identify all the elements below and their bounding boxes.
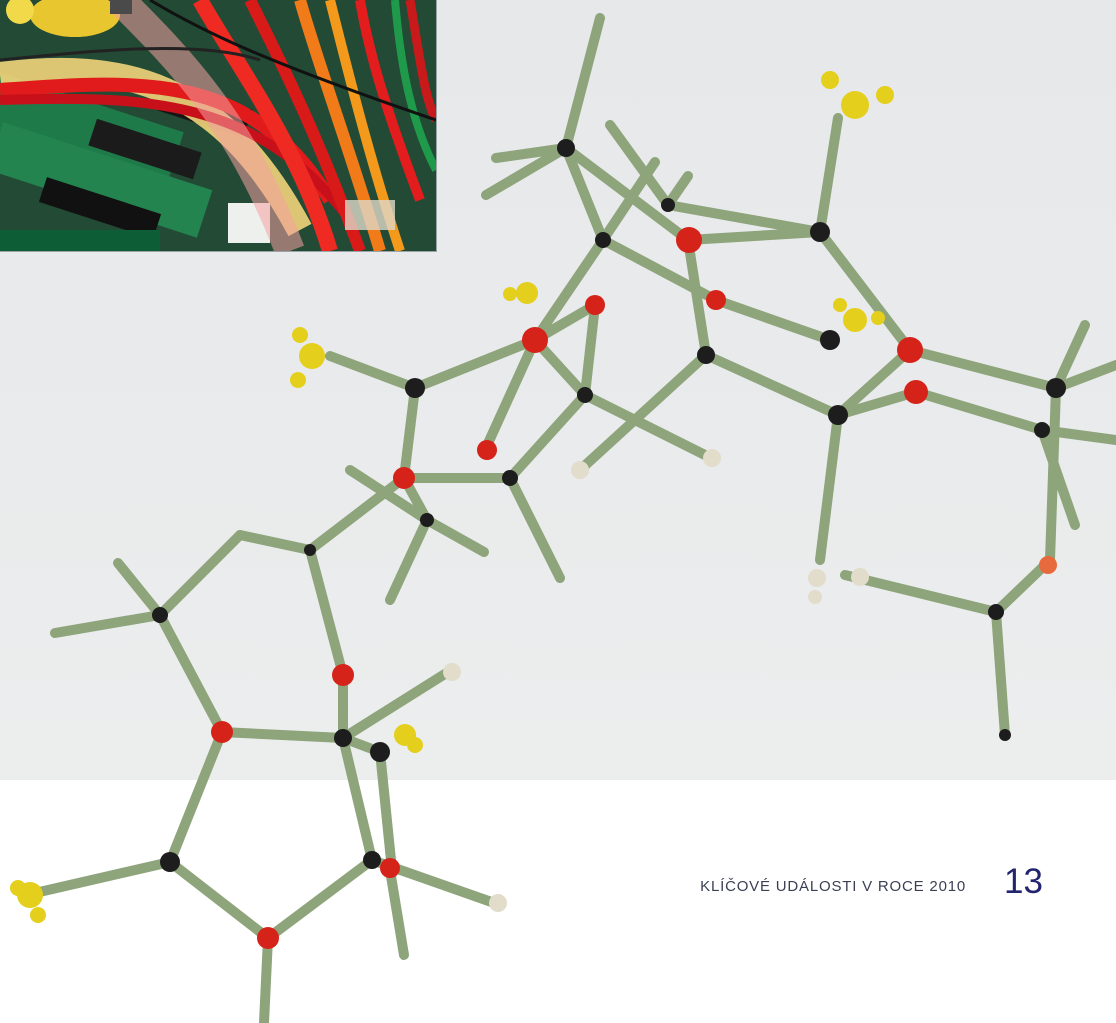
motherboard-photo (0, 0, 437, 252)
page-number: 13 (1004, 862, 1043, 901)
motherboard-photo-illustration (0, 0, 436, 251)
section-title: KLÍČOVÉ UDÁLOSTI V ROCE 2010 (700, 878, 966, 895)
